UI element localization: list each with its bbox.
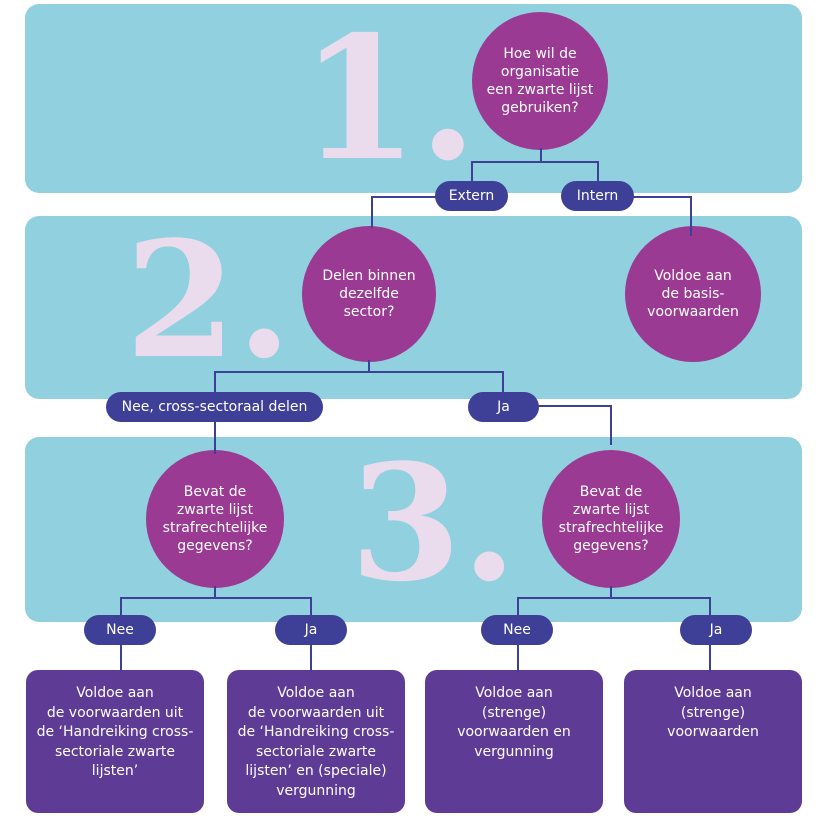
connector-line — [540, 148, 542, 162]
connector-line — [597, 161, 599, 181]
connector-line — [371, 196, 373, 228]
connector-line — [517, 597, 711, 599]
outcome-cross-sector-guidelines: Voldoe aan de voorwaarden uit de ‘Handre… — [26, 670, 204, 813]
connector-line — [214, 586, 216, 598]
connector-line — [690, 196, 692, 236]
connector-line — [214, 371, 504, 373]
connector-line — [214, 371, 216, 393]
connector-line — [630, 196, 692, 198]
connector-line — [517, 644, 519, 672]
step-number-2: 2. — [125, 206, 293, 394]
step-number-3: 3. — [350, 429, 518, 617]
outcome-strict-conditions-license: Voldoe aan (strenge) voorwaarden en verg… — [425, 670, 603, 813]
basic-conditions-circle: Voldoe aan de basis- voorwaarden — [625, 226, 761, 362]
answer-intern-pill[interactable]: Intern — [561, 181, 634, 211]
step-number-1: 1. — [300, 0, 478, 199]
band-step-1 — [25, 4, 802, 193]
question-usage-circle: Hoe wil de organisatie een zwarte lijst … — [472, 12, 608, 150]
answer-left-no-pill[interactable]: Nee — [84, 615, 156, 645]
question-same-sector-circle: Delen binnen dezelfde sector? — [302, 226, 436, 362]
connector-line — [471, 161, 599, 163]
answer-same-sector-yes-pill[interactable]: Ja — [468, 392, 539, 422]
connector-line — [709, 644, 711, 672]
answer-extern-pill[interactable]: Extern — [435, 181, 508, 211]
connector-line — [610, 586, 612, 598]
connector-line — [517, 597, 519, 617]
outcome-strict-conditions: Voldoe aan (strenge) voorwaarden — [624, 670, 802, 813]
connector-line — [120, 644, 122, 672]
connector-line — [610, 405, 612, 445]
connector-line — [471, 161, 473, 181]
question-criminal-data-left-circle: Bevat de zwarte lijst strafrechtelijke g… — [146, 450, 284, 588]
connector-line — [538, 405, 612, 407]
connector-line — [709, 597, 711, 617]
answer-left-yes-pill[interactable]: Ja — [275, 615, 347, 645]
connector-line — [502, 371, 504, 393]
question-criminal-data-right-circle: Bevat de zwarte lijst strafrechtelijke g… — [542, 450, 680, 588]
connector-line — [214, 420, 216, 454]
answer-cross-sector-pill[interactable]: Nee, cross-sectoraal delen — [106, 392, 323, 422]
connector-line — [120, 597, 122, 617]
connector-line — [310, 597, 312, 617]
connector-line — [310, 644, 312, 672]
connector-line — [120, 597, 312, 599]
outcome-cross-sector-guidelines-license: Voldoe aan de voorwaarden uit de ‘Handre… — [227, 670, 405, 813]
connector-line — [368, 360, 370, 372]
answer-right-yes-pill[interactable]: Ja — [680, 615, 752, 645]
connector-line — [371, 196, 437, 198]
answer-right-no-pill[interactable]: Nee — [481, 615, 553, 645]
